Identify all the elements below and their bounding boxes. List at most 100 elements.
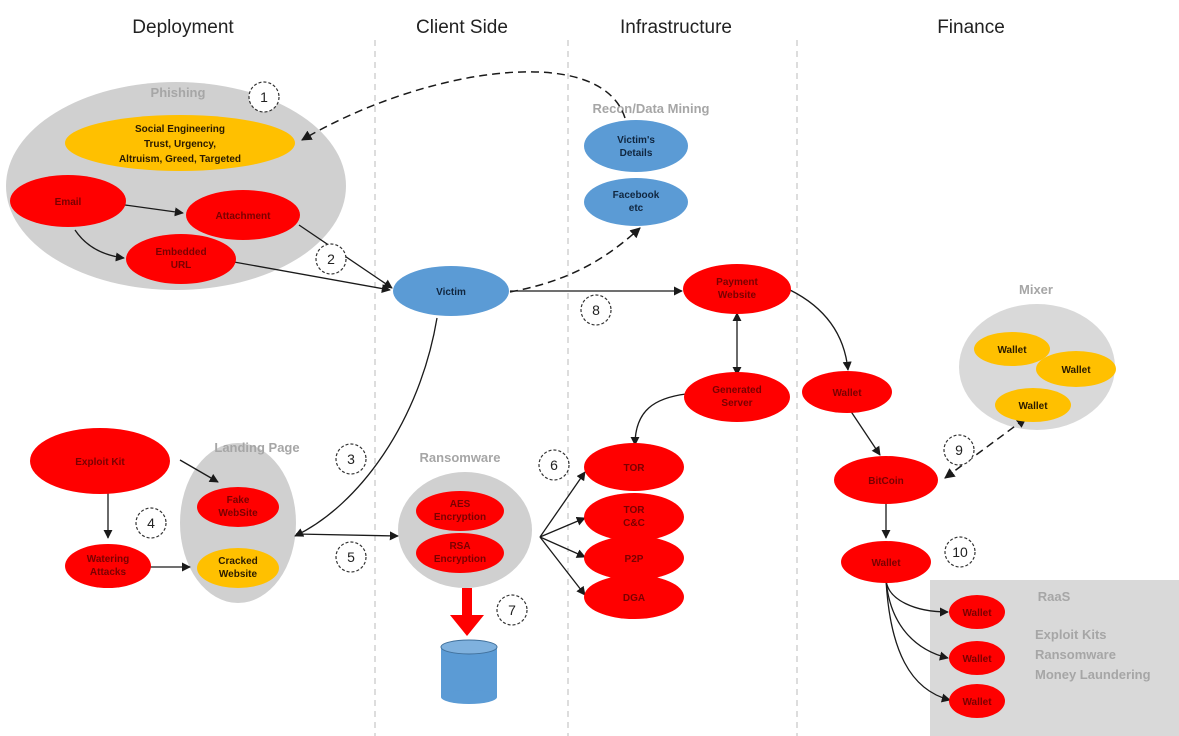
victims-details-line-1: Victim's xyxy=(617,135,655,146)
step-2-number: 2 xyxy=(327,251,335,267)
raas-wallet-2-label: Wallet xyxy=(962,654,992,665)
dga-label: DGA xyxy=(623,593,645,604)
embedded-url-line-1: Embedded xyxy=(155,247,206,258)
column-header-finance: Finance xyxy=(937,17,1005,38)
step-8-circle xyxy=(580,294,612,326)
column-header-deployment: Deployment xyxy=(132,17,234,38)
raas-item-money-laundering: Money Laundering xyxy=(1035,667,1151,682)
cracked-website-node xyxy=(197,548,279,588)
bitcoin-node xyxy=(834,456,938,504)
step-6-circle xyxy=(538,449,570,481)
step-1-number: 1 xyxy=(260,89,268,105)
social-engineering-line-3: Altruism, Greed, Targeted xyxy=(119,154,241,165)
cracked-website-line-1: Cracked xyxy=(218,556,257,567)
step-4-circle xyxy=(135,507,167,539)
step-3-number: 3 xyxy=(347,451,355,467)
dga-node xyxy=(584,575,684,619)
p2p-label: P2P xyxy=(625,554,644,565)
embedded-url-line-2: URL xyxy=(171,260,192,271)
watering-attacks-node xyxy=(65,544,151,588)
step-7-circle xyxy=(496,594,528,626)
step-3-circle xyxy=(335,443,367,475)
email-label: Email xyxy=(55,197,82,208)
step-10-number: 10 xyxy=(952,544,968,560)
tor-label: TOR xyxy=(624,463,646,474)
generated-server-line-1: Generated xyxy=(712,385,761,396)
bitcoin-label: BitCoin xyxy=(868,476,904,487)
mixer-wallet-1-label: Wallet xyxy=(997,345,1027,356)
step-5-circle xyxy=(335,541,367,573)
p2p-node xyxy=(584,536,684,580)
fake-website-line-2: WebSite xyxy=(218,508,258,519)
payment-website-line-1: Payment xyxy=(716,277,758,288)
raas-wallet-1-label: Wallet xyxy=(962,608,992,619)
facebook-line-2: etc xyxy=(629,203,644,214)
step-9-number: 9 xyxy=(955,442,963,458)
step-4-number: 4 xyxy=(147,515,155,531)
social-engineering-node xyxy=(65,115,295,171)
ransomware-label: Ransomware xyxy=(420,450,501,465)
step-7-number: 7 xyxy=(508,602,516,618)
exploit-kit-node xyxy=(30,428,170,494)
step-numbers: 1 2 3 4 5 6 7 8 9 10 xyxy=(135,81,976,626)
tor-node xyxy=(584,443,684,491)
facebook-line-1: Facebook xyxy=(613,190,660,201)
step-8-number: 8 xyxy=(592,302,600,318)
embedded-url-node xyxy=(126,234,236,284)
social-engineering-line-2: Trust, Urgency, xyxy=(144,139,216,150)
column-header-client-side: Client Side xyxy=(416,17,508,38)
attachment-node xyxy=(186,190,300,240)
edges xyxy=(74,71,1027,703)
victim-node xyxy=(393,266,509,316)
aes-encryption-node xyxy=(416,491,504,531)
victims-details-line-2: Details xyxy=(620,148,653,159)
generated-server-node xyxy=(684,372,790,422)
aes-encryption-line-1: AES xyxy=(450,499,471,510)
tor-cc-node xyxy=(584,493,684,541)
step-9-circle xyxy=(943,434,975,466)
exploit-kit-label: Exploit Kit xyxy=(75,457,125,468)
tor-cc-line-2: C&C xyxy=(623,518,645,529)
rsa-encryption-line-2: Encryption xyxy=(434,554,486,565)
wallet-label-2: Wallet xyxy=(871,558,901,569)
attachment-label: Attachment xyxy=(215,211,271,222)
landing-page-label: Landing Page xyxy=(214,440,299,455)
data-arrow-shaft xyxy=(462,588,472,618)
watering-attacks-line-1: Watering xyxy=(87,554,129,565)
tor-cc-line-1: TOR xyxy=(624,505,646,516)
column-header-infrastructure: Infrastructure xyxy=(620,17,732,38)
mixer-wallet-3-label: Wallet xyxy=(1018,401,1048,412)
payment-website-node xyxy=(683,264,791,314)
generated-server-line-2: Server xyxy=(721,398,752,409)
database-icon xyxy=(440,639,498,704)
step-2-circle xyxy=(315,243,347,275)
social-engineering-line-1: Social Engineering xyxy=(135,124,225,135)
mixer-wallet-1 xyxy=(974,332,1050,366)
mixer-wallet-2-label: Wallet xyxy=(1061,365,1091,376)
watering-attacks-line-2: Attacks xyxy=(90,567,127,578)
raas-label: RaaS xyxy=(1038,589,1071,604)
recon-label: Recon/Data Mining xyxy=(592,101,709,116)
step-10-circle xyxy=(944,536,976,568)
data-arrow-head xyxy=(450,615,484,636)
raas-wallet-3-label: Wallet xyxy=(962,697,992,708)
step-1-circle xyxy=(248,81,280,113)
rsa-encryption-line-1: RSA xyxy=(449,541,470,552)
raas-item-exploit-kits: Exploit Kits xyxy=(1035,627,1107,642)
step-5-number: 5 xyxy=(347,549,355,565)
wallet-label: Wallet xyxy=(832,388,862,399)
mixer-wallet-2 xyxy=(1036,351,1116,387)
victim-label: Victim xyxy=(436,287,466,298)
victims-details-node xyxy=(584,120,688,172)
email-node xyxy=(10,175,126,227)
raas-wallet-2 xyxy=(949,641,1005,675)
wallet-node xyxy=(802,371,892,413)
aes-encryption-line-2: Encryption xyxy=(434,512,486,523)
rsa-encryption-node xyxy=(416,533,504,573)
step-6-number: 6 xyxy=(550,457,558,473)
column-separators xyxy=(374,40,798,736)
raas-wallet-3 xyxy=(949,684,1005,718)
facebook-node xyxy=(584,178,688,226)
wallet-node-2 xyxy=(841,541,931,583)
payment-website-line-2: Website xyxy=(718,290,757,301)
